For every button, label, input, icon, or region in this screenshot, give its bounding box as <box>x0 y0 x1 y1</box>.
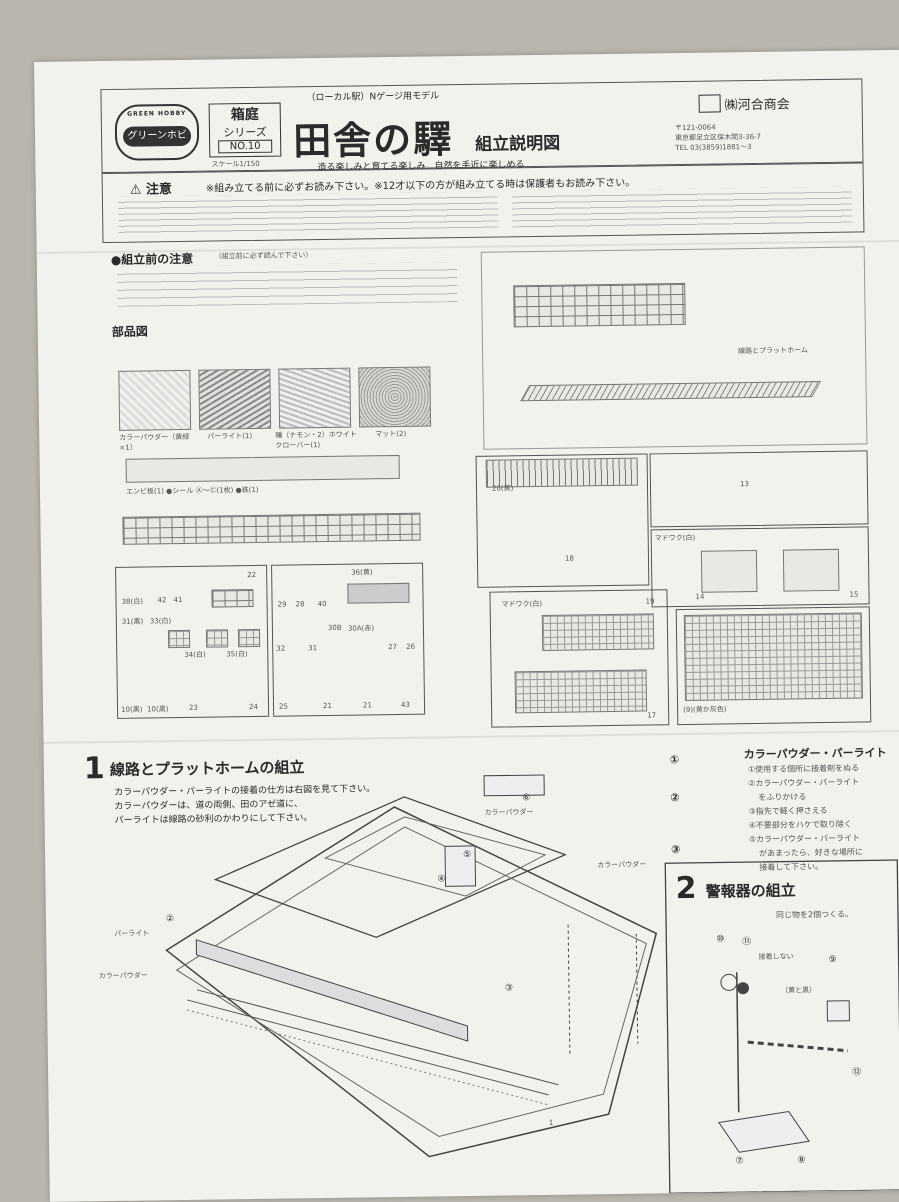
callout-number: ⑦ <box>735 1156 744 1167</box>
powder-box-title: カラーパウダー・パーライト <box>743 746 887 762</box>
powder-step: ③指先で軽く押さえる <box>748 805 828 817</box>
powder-icon-2: ② <box>670 791 680 805</box>
powder-icon-3: ③ <box>670 843 681 857</box>
callout-powder: カラーパウダー <box>484 808 534 817</box>
powder-icon-1: ① <box>669 753 680 767</box>
layout-diagram <box>165 774 899 1194</box>
callout-number: ⑫ <box>852 1067 862 1078</box>
powder-step: ⑤カラーパウダー・パーライト <box>748 833 861 845</box>
instruction-sheet: GREEN HOBBY グリーンホビー 箱庭 シリーズ NO.10 スケール1/… <box>34 49 899 1202</box>
powder-step: ④不要部分をハケで取り除く <box>748 819 852 831</box>
powder-step: 接着して下さい。 <box>759 862 824 872</box>
powder-step: ②カラーパウダー・パーライト <box>748 777 860 789</box>
step2-note: 同じ物を2個つくる。 <box>775 909 853 920</box>
callout-powder: カラーパウダー <box>597 860 647 870</box>
callout-number: 1 <box>548 1118 554 1127</box>
callout-number: ④ <box>437 874 446 885</box>
powder-step: をふりかける <box>758 792 807 802</box>
step2-title: 警報器の組立 <box>705 881 796 901</box>
callout-powder: カラーパウダー <box>98 971 148 981</box>
callout-number: ⑤ <box>463 849 472 861</box>
powder-step: があまったら、好きな場所に <box>759 847 863 858</box>
callout-number: ② <box>165 914 175 925</box>
callout-number: ⑪ <box>742 937 752 948</box>
powder-step: ①使用する個所に接着剤をぬる <box>747 763 860 775</box>
step2-color: （黄と黒） <box>780 986 817 995</box>
callout-number: ⑨ <box>828 954 837 965</box>
callout-number: ⑩ <box>716 934 725 945</box>
callout-number: ⑥ <box>522 793 531 804</box>
step-number: 2 <box>675 870 697 907</box>
callout-perlite: パーライト <box>114 929 150 938</box>
step2-no-glue: 接着しない <box>758 952 794 961</box>
callout-number: ⑧ <box>797 1155 806 1166</box>
callout-number: ③ <box>504 983 514 994</box>
